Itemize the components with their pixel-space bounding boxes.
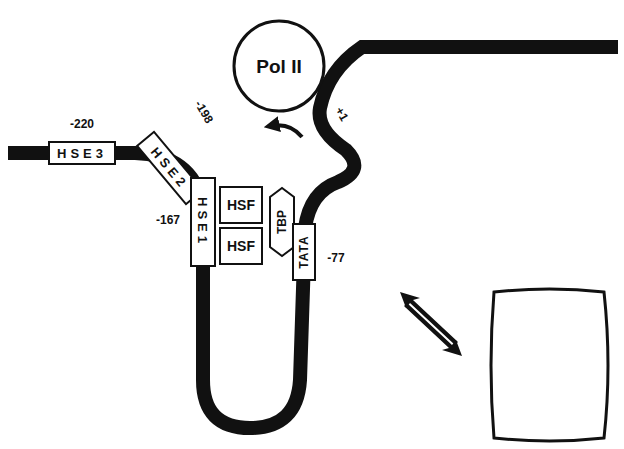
pol-ii-circle: [234, 21, 324, 111]
node-text: HSE3: [57, 147, 107, 160]
equilibrium-arrow: [404, 303, 462, 356]
position-number: -77: [327, 252, 344, 264]
position-number: -167: [156, 214, 180, 226]
node-text: HSE1: [197, 197, 210, 247]
start-arrow: [270, 125, 302, 137]
hse-box: HSE3: [48, 141, 116, 165]
node-text: HSF: [227, 198, 255, 212]
position-number: -220: [70, 118, 94, 130]
pol-ii-label-box: Pol II: [239, 51, 319, 81]
equilibrium-arrow: [400, 292, 458, 345]
node-text: HSF: [227, 239, 255, 253]
hsf-box: HSF: [219, 186, 263, 224]
node-text: TBP: [276, 210, 288, 234]
position-number: -198: [193, 99, 215, 126]
node-text: TATA: [298, 235, 310, 268]
tata-box: TATA: [292, 223, 316, 281]
hsf-box: HSF: [219, 227, 263, 265]
hse-box: HSE1: [190, 177, 216, 267]
tbp-shape: TBP: [269, 187, 295, 257]
position-number: +1: [333, 105, 350, 123]
node-text: Pol II: [256, 57, 301, 76]
empty-box: [491, 289, 608, 441]
